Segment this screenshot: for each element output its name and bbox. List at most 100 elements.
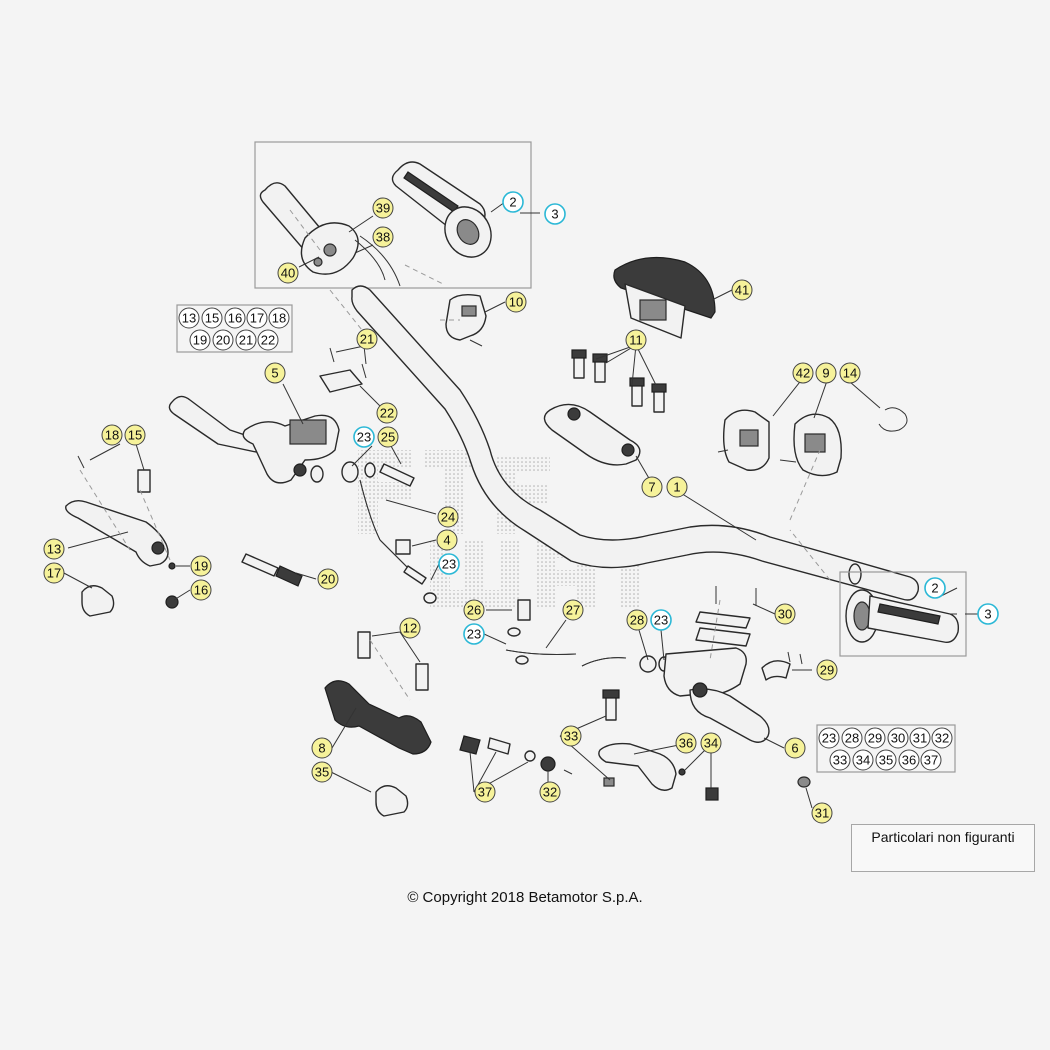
callout-18[interactable]: 18: [101, 424, 123, 446]
screws-21: [329, 347, 367, 379]
callout-29[interactable]: 29: [816, 659, 838, 681]
callout-37[interactable]: 37: [474, 781, 496, 803]
kit-right-35[interactable]: 35: [875, 749, 897, 771]
kit-right-30[interactable]: 30: [887, 727, 909, 749]
svg-text:36: 36: [679, 736, 693, 751]
callout-23-d[interactable]: 23: [650, 609, 672, 631]
kit-right-36[interactable]: 36: [898, 749, 920, 771]
callout-30[interactable]: 30: [774, 603, 796, 625]
svg-text:6: 6: [791, 741, 798, 756]
callout-15[interactable]: 15: [124, 424, 146, 446]
kit-left-16[interactable]: 16: [224, 307, 246, 329]
callout-14[interactable]: 14: [839, 362, 861, 384]
svg-text:29: 29: [868, 731, 882, 746]
callout-2-right[interactable]: 2: [924, 577, 946, 599]
callout-23-b[interactable]: 23: [438, 553, 460, 575]
callout-36[interactable]: 36: [675, 732, 697, 754]
svg-text:38: 38: [376, 230, 390, 245]
callout-39[interactable]: 39: [372, 197, 394, 219]
parts-34: [678, 768, 719, 801]
kit-left-13[interactable]: 13: [178, 307, 200, 329]
throttle-grip-tube: [259, 182, 401, 287]
callout-33[interactable]: 33: [560, 725, 582, 747]
kit-left-21[interactable]: 21: [235, 329, 257, 351]
kit-right-33[interactable]: 33: [829, 749, 851, 771]
bolt-33: [602, 689, 620, 787]
callout-4[interactable]: 4: [436, 529, 458, 551]
callout-42[interactable]: 42: [792, 362, 814, 384]
svg-text:23: 23: [654, 613, 668, 628]
kit-left-19[interactable]: 19: [189, 329, 211, 351]
callout-32[interactable]: 32: [539, 781, 561, 803]
callout-31[interactable]: 31: [811, 802, 833, 824]
callout-21[interactable]: 21: [356, 328, 378, 350]
kit-right-32[interactable]: 32: [931, 727, 953, 749]
callout-40[interactable]: 40: [277, 262, 299, 284]
callout-8[interactable]: 8: [311, 737, 333, 759]
callout-3-right[interactable]: 3: [977, 603, 999, 625]
svg-text:33: 33: [833, 753, 847, 768]
leader-grip-top: [404, 264, 446, 286]
svg-text:28: 28: [845, 731, 859, 746]
svg-text:17: 17: [250, 311, 264, 326]
bushing-31: [797, 776, 811, 788]
kit-right-31[interactable]: 31: [909, 727, 931, 749]
svg-text:26: 26: [467, 603, 481, 618]
callout-23-c[interactable]: 23: [463, 623, 485, 645]
callout-41[interactable]: 41: [731, 279, 753, 301]
svg-text:3: 3: [551, 207, 558, 222]
callout-3-top[interactable]: 3: [544, 203, 566, 225]
callout-6[interactable]: 6: [784, 737, 806, 759]
callout-10[interactable]: 10: [505, 291, 527, 313]
callout-22[interactable]: 22: [376, 402, 398, 424]
callout-20[interactable]: 20: [317, 568, 339, 590]
grip-left-top: [391, 161, 492, 258]
callout-13[interactable]: 13: [43, 538, 65, 560]
callout-2-top[interactable]: 2: [502, 191, 524, 213]
callout-16[interactable]: 16: [190, 579, 212, 601]
callout-28[interactable]: 28: [626, 609, 648, 631]
kit-right-23[interactable]: 23: [818, 727, 840, 749]
callout-38[interactable]: 38: [372, 226, 394, 248]
kit-left-20[interactable]: 20: [212, 329, 234, 351]
callout-1[interactable]: 1: [666, 476, 688, 498]
svg-text:15: 15: [128, 428, 142, 443]
front-brake-master-6: [639, 647, 770, 743]
banjo-26: [507, 599, 531, 665]
callout-26[interactable]: 26: [463, 599, 485, 621]
svg-text:22: 22: [261, 333, 275, 348]
callout-35[interactable]: 35: [311, 761, 333, 783]
callout-12[interactable]: 12: [399, 617, 421, 639]
callout-11[interactable]: 11: [625, 329, 647, 351]
leader-lines: [61, 201, 981, 809]
kit-right-28[interactable]: 28: [841, 727, 863, 749]
svg-text:16: 16: [194, 583, 208, 598]
svg-text:41: 41: [735, 283, 749, 298]
callout-19[interactable]: 19: [190, 555, 212, 577]
kit-left-18[interactable]: 18: [268, 307, 290, 329]
kit-left-15[interactable]: 15: [201, 307, 223, 329]
svg-text:23: 23: [467, 627, 481, 642]
svg-text:12: 12: [403, 621, 417, 636]
dashed-axis-lines: [79, 209, 831, 701]
callout-34[interactable]: 34: [700, 732, 722, 754]
callout-27[interactable]: 27: [562, 599, 584, 621]
callout-24[interactable]: 24: [437, 506, 459, 528]
kit-right-34[interactable]: 34: [852, 749, 874, 771]
callout-23-a[interactable]: 23: [353, 426, 375, 448]
kit-left-22[interactable]: 22: [257, 329, 279, 351]
parts-37: [459, 735, 573, 775]
callout-9[interactable]: 9: [815, 362, 837, 384]
cover-35: [375, 785, 409, 817]
kit-right-37[interactable]: 37: [920, 749, 942, 771]
callout-25[interactable]: 25: [377, 426, 399, 448]
clamp-8: [324, 680, 432, 755]
callout-7[interactable]: 7: [641, 476, 663, 498]
svg-text:21: 21: [360, 332, 374, 347]
kit-left-17[interactable]: 17: [246, 307, 268, 329]
kit-right-29[interactable]: 29: [864, 727, 886, 749]
svg-text:3: 3: [984, 607, 991, 622]
callout-5[interactable]: 5: [264, 362, 286, 384]
svg-text:28: 28: [630, 613, 644, 628]
callout-17[interactable]: 17: [43, 562, 65, 584]
